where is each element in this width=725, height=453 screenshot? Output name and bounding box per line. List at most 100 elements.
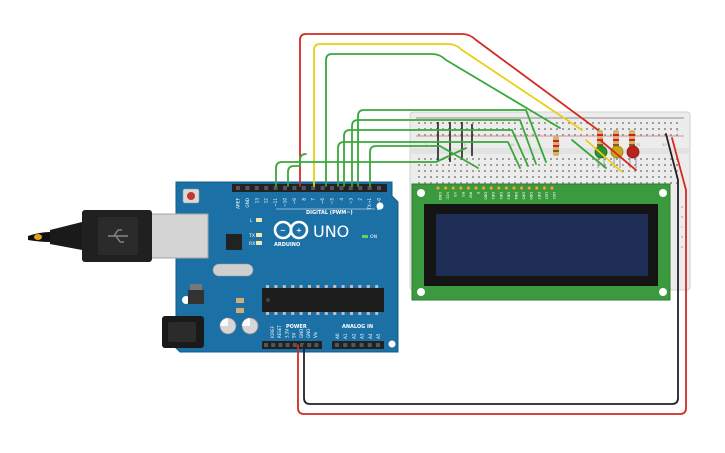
lcd-pin-label: DB1 — [491, 192, 495, 200]
col-num-1: 1 — [425, 143, 427, 147]
mounting-hole — [417, 288, 425, 296]
digital-pin-label: ~5 — [330, 198, 335, 205]
power-pin-label: RESET — [277, 325, 282, 338]
analog-pin-label: A0 — [335, 333, 340, 339]
power-pin-label: 3.3V — [284, 329, 289, 338]
mounting-hole — [659, 189, 667, 197]
red-power-wire — [297, 137, 687, 415]
analog-pin-label: A5 — [376, 333, 381, 339]
mounting-hole — [388, 340, 396, 348]
power-label: POWER — [286, 324, 307, 330]
lcd-pin-label: DB2 — [499, 192, 503, 200]
resistor — [613, 130, 619, 150]
green-wire-lcd — [369, 145, 479, 187]
smd-component — [236, 298, 244, 303]
power-led — [362, 235, 368, 238]
row-letter-c: c — [681, 225, 683, 229]
analog-header — [332, 341, 384, 349]
status-leds: L TX RX — [248, 218, 262, 247]
bottom-pin-holes — [264, 343, 380, 347]
crystal-oscillator — [212, 263, 254, 277]
svg-text:−: − — [280, 227, 286, 235]
lcd-pin-label: LED — [552, 192, 556, 199]
atmega-chip — [262, 288, 384, 312]
lcd-pin-label: DB7 — [537, 192, 541, 200]
power-pin-label: 5V — [292, 332, 297, 338]
digital-pin-label: 4 — [339, 198, 344, 201]
led-tx-label: TX — [248, 233, 255, 239]
mounting-hole — [417, 189, 425, 197]
usb-cable-end — [34, 234, 42, 240]
power-pin-label: GND — [299, 329, 304, 338]
col-num-25: 25 — [636, 143, 641, 147]
mounting-hole — [376, 202, 384, 210]
usb-icon — [108, 229, 128, 243]
lcd-pin-label: RS — [461, 192, 465, 197]
analog-pin-label: A4 — [368, 333, 373, 339]
red-wire-signal — [299, 33, 599, 187]
digital-pin-label: ~3 — [348, 198, 353, 205]
resistor — [629, 130, 635, 150]
lcd-pin-label: LED — [544, 192, 548, 199]
on-label: ON — [370, 234, 377, 240]
lcd-pin-label: E — [476, 192, 480, 195]
arduino-logo: − + — [273, 220, 309, 240]
led-l-label: L — [250, 218, 253, 224]
board-name: ARDUINO — [274, 242, 300, 248]
yellow-wire-led — [585, 139, 623, 173]
digital-pin-label: ~6 — [320, 198, 325, 205]
green-wire-signal — [325, 53, 561, 187]
lcd-pin-label: V0 — [453, 192, 457, 197]
power-pin-label: IOREF — [270, 325, 275, 338]
digital-pin-label: GND — [245, 198, 250, 208]
lcd-pin-label: DB5 — [522, 192, 526, 200]
analog-pin-label: A3 — [360, 333, 365, 339]
digital-pin-label: 12 — [264, 198, 269, 204]
analog-pin-label: A1 — [343, 333, 348, 339]
breadboard-plus-label: + — [676, 129, 679, 133]
svg-text:+: + — [296, 227, 302, 235]
col-num-10: 10 — [510, 143, 515, 147]
green-wire-lcd — [287, 153, 307, 187]
digital-label: DIGITAL (PWM~) — [306, 210, 353, 216]
usb-cable — [28, 210, 209, 262]
smd-component — [236, 308, 244, 313]
mounting-hole — [659, 288, 667, 296]
voltage-regulator — [188, 290, 204, 304]
red-led — [626, 145, 640, 168]
digital-pin-label: TX→1 — [367, 198, 372, 211]
analog-label: ANALOG IN — [342, 324, 373, 330]
green-wire-lcd — [343, 129, 529, 187]
digital-pin-label: 13 — [254, 198, 259, 204]
power-pin-label: GND — [306, 329, 311, 338]
reset-button-cap[interactable] — [187, 192, 195, 200]
col-num-5: 5 — [464, 143, 466, 147]
lcd-pin-label: DB6 — [529, 192, 533, 200]
col-num-30: 30 — [662, 143, 667, 147]
black-ground-wire — [303, 133, 679, 405]
lcd-pin-label: VCC — [446, 192, 450, 200]
digital-header — [232, 184, 387, 192]
resistor — [553, 136, 559, 156]
row-letter-e: e — [681, 245, 684, 249]
lcd-screen — [436, 214, 648, 276]
usb-chip — [226, 234, 242, 250]
yellow-wire-signal — [313, 43, 583, 187]
digital-pin-holes — [236, 186, 381, 190]
digital-pin-label: AREF — [236, 197, 241, 208]
red-wire-led — [599, 139, 637, 171]
digital-pin-label: 7 — [311, 198, 316, 201]
power-pin-label: Vin — [313, 331, 318, 338]
usb-b-port — [147, 213, 209, 259]
board-model: UNO — [313, 222, 349, 241]
breadboard-row-letters: a b c d e — [681, 205, 684, 249]
green-wire-led — [571, 139, 607, 169]
analog-pin-label: A2 — [351, 333, 356, 339]
row-letter-d: d — [681, 235, 683, 239]
green-wire-lcd — [357, 109, 547, 187]
